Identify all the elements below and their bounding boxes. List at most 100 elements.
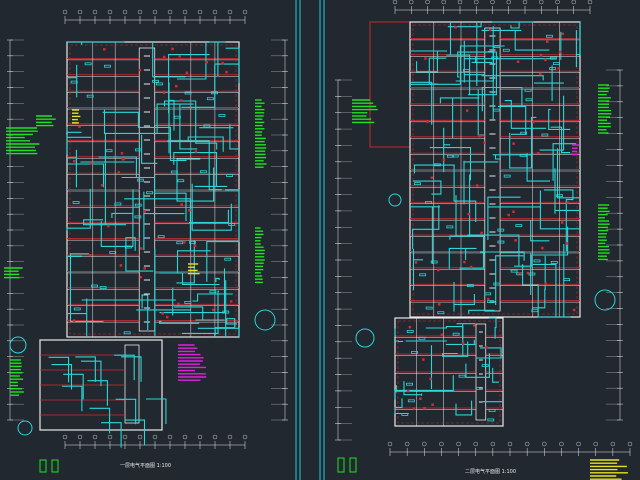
wire-run: [410, 206, 440, 264]
wire-run: [539, 190, 580, 230]
outlet-symbol: [442, 158, 446, 161]
right-sheet-title: 二层电气平面图 1:100: [465, 469, 517, 475]
wire-run: [492, 367, 499, 383]
light-fixture: [84, 62, 92, 66]
wire-run: [410, 45, 505, 85]
wire-run: [481, 29, 550, 51]
wire-run: [89, 407, 111, 434]
wire-run: [410, 50, 448, 73]
outlet-symbol: [514, 239, 517, 242]
light-fixture: [152, 79, 159, 83]
wire-run: [488, 317, 497, 339]
corridor: [484, 27, 501, 312]
outlet-symbol: [119, 264, 123, 267]
light-fixture: [487, 418, 495, 422]
outlet-symbol: [485, 346, 488, 349]
light-fixture: [73, 307, 81, 311]
wire-run: [439, 97, 480, 139]
light-fixture: [515, 224, 523, 228]
outlet-symbol: [560, 221, 564, 224]
outlet-symbol: [465, 109, 469, 112]
grid-bubble: [182, 434, 188, 440]
wire-run: [554, 168, 580, 214]
wire-run: [168, 99, 175, 131]
inner-red-line: [412, 24, 578, 315]
outlet-symbol: [544, 58, 547, 62]
wire-run: [67, 149, 77, 188]
light-fixture: [446, 154, 454, 158]
light-fixture: [72, 201, 80, 204]
light-fixture: [533, 259, 541, 263]
detail-callout: [17, 420, 33, 436]
light-fixture: [218, 114, 226, 117]
outlet-symbol: [431, 403, 434, 406]
outlet-symbol: [518, 272, 521, 275]
light-fixture: [493, 45, 501, 48]
outlet-symbol: [88, 253, 92, 257]
outlet-symbol: [120, 152, 124, 155]
inner-red-line: [397, 320, 501, 424]
wire-run: [468, 309, 495, 314]
wire-run: [101, 422, 122, 448]
outlet-symbol: [422, 358, 425, 361]
wire-run: [504, 100, 547, 129]
grid-bubble: [404, 441, 410, 447]
light-fixture: [556, 194, 563, 198]
light-fixture: [134, 215, 142, 219]
outlet-symbol: [430, 176, 434, 180]
outlet-symbol: [139, 275, 142, 279]
light-fixture: [406, 382, 414, 386]
light-fixture: [430, 260, 438, 264]
light-fixture: [70, 80, 78, 84]
wire-run: [394, 398, 409, 415]
wire-run: [463, 160, 499, 205]
light-fixture: [528, 272, 536, 276]
outlet-symbol: [516, 60, 520, 63]
wire-run: [530, 220, 550, 242]
wire-run: [66, 126, 82, 133]
light-fixture: [176, 241, 184, 245]
light-fixture: [503, 174, 511, 178]
outlet-symbol: [138, 68, 142, 72]
light-fixture: [406, 330, 414, 333]
detail-callout: [254, 309, 276, 331]
outlet-symbol: [437, 303, 441, 306]
wire-run: [181, 290, 220, 337]
light-fixture: [104, 64, 111, 68]
outlet-symbol: [512, 142, 515, 145]
outlet-symbol: [483, 141, 487, 145]
wire-run: [143, 191, 185, 251]
light-fixture: [211, 91, 218, 95]
grid-bubble: [197, 9, 203, 15]
wire-run: [121, 176, 187, 221]
outlet-symbol: [193, 244, 197, 248]
wire-run: [167, 140, 222, 191]
outlet-symbol: [143, 267, 146, 270]
wire-run: [531, 255, 546, 310]
wire-run: [477, 89, 484, 136]
light-fixture: [123, 331, 131, 335]
wire-run: [481, 75, 544, 81]
wire-run: [214, 318, 237, 335]
wire-run: [124, 198, 191, 251]
grid-bubble: [576, 441, 581, 447]
outlet-symbol: [507, 213, 510, 217]
grid-bubble: [593, 441, 598, 447]
outlet-symbol: [467, 212, 470, 216]
grid-bubble: [555, 0, 560, 5]
wire-run: [410, 81, 433, 125]
light-fixture: [520, 131, 528, 135]
light-fixture: [458, 374, 466, 378]
outlet-symbol: [107, 224, 110, 228]
outlet-symbol: [161, 312, 164, 315]
outlet-symbol: [440, 333, 444, 336]
wire-run: [522, 264, 571, 318]
grid-bubble: [182, 9, 188, 15]
grid-bubble: [92, 434, 98, 440]
light-fixture: [99, 286, 107, 289]
legend-box: [349, 457, 357, 473]
detail-callout: [9, 336, 27, 354]
grid-bubble: [571, 0, 576, 5]
